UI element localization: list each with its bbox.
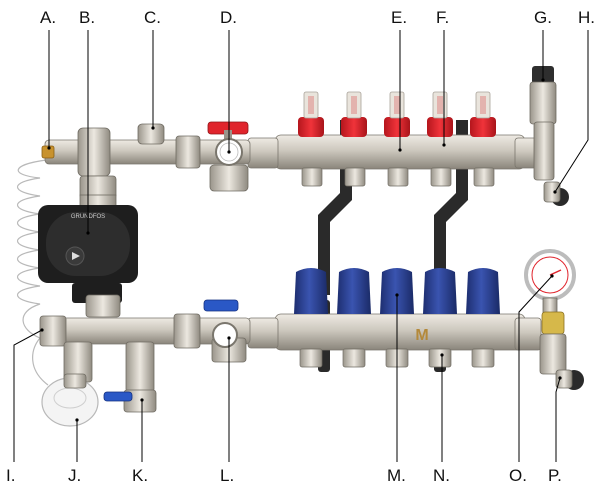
label-o: O.: [509, 466, 527, 485]
label-h: H.: [578, 8, 595, 27]
label-g: G.: [534, 8, 552, 27]
label-c: C.: [144, 8, 161, 27]
capillary-coil: [17, 159, 49, 386]
label-d: D.: [220, 8, 237, 27]
leader-dots: [40, 78, 562, 422]
air-vent: [529, 66, 569, 206]
lower-pipe-assembly: [39, 299, 251, 413]
label-f: F.: [436, 8, 450, 27]
upper-pipe-assembly: [41, 121, 251, 199]
label-j: J.: [68, 466, 82, 485]
label-k: K.: [132, 466, 149, 485]
supply-manifold: [247, 134, 538, 187]
blue-valve-caps: [294, 268, 500, 314]
label-m: M.: [387, 466, 406, 485]
label-p: P.: [548, 466, 562, 485]
flow-meters: [298, 91, 496, 137]
label-a: A.: [40, 8, 57, 27]
pressure-gauge-icon: [524, 249, 576, 319]
return-manifold: M: [247, 313, 542, 368]
label-n: N.: [433, 466, 450, 485]
label-e: E.: [391, 8, 408, 27]
thermostatic-head-icon: [41, 373, 99, 427]
drain-valve-lower: [539, 311, 584, 390]
label-l: L.: [220, 466, 235, 485]
leader-lines: [13, 30, 589, 462]
label-i: I.: [6, 466, 16, 485]
manifold-logo: M: [415, 327, 428, 344]
label-b: B.: [79, 8, 96, 27]
circulation-pump: GRUNDFOS: [38, 194, 138, 318]
